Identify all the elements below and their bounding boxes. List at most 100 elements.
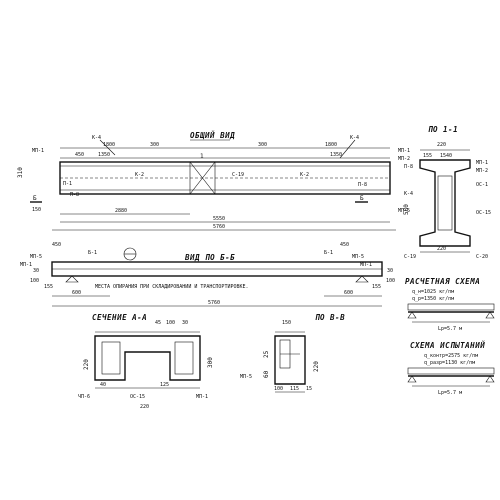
vb-dim-30-right: 30 [387,268,393,274]
label-k4-right: К-4 [350,135,359,141]
calc-load-2: q_р=1350 кг/пм [412,296,454,302]
sec-label-mp2: МП-2 [476,168,488,174]
label-p8-left: П-8 [70,192,79,198]
support-left [65,275,79,283]
dim-1800-right: 1800 [325,142,337,148]
sv-dim-220: 220 [313,361,320,372]
label-p8-right: П-8 [358,182,367,188]
sec-label-p8: П-8 [404,164,413,170]
sv-bottom-15: 15 [306,386,312,392]
test-support-right [485,375,495,383]
sa-dim-30: 30 [182,320,188,326]
test-span: Lр=5.7 м [438,390,462,396]
sec-label-c20: С-20 [476,254,488,260]
dim-1540: 1540 [440,153,452,159]
opening-frame [189,161,216,195]
calc-load-block [407,303,495,311]
dim-220-bottom: 220 [437,246,446,252]
vb-dim-450-left: 450 [52,242,61,248]
dim-1800-left: 1800 [103,142,115,148]
vb-offset-100-right: 100 [386,278,395,284]
vb-offset-155-left: 155 [44,284,53,290]
opening-diagonal-2 [189,161,216,195]
sa-bottom-220: 220 [140,404,149,410]
vb-label-b1-right: Б-1 [324,250,333,256]
calc-support-right [485,311,495,319]
sv-bottom-115: 115 [290,386,299,392]
view-b-title: ВИД ПО Б-Б [184,253,235,262]
label-c19: С-19 [232,172,244,178]
calc-load-1: q_н=1025 кг/пм [412,289,454,295]
label-p1: П-1 [63,181,72,187]
sa-rebar-right [174,341,194,375]
vb-label-mp5-right: МП-5 [352,254,364,260]
section-1-1-title: ПО 1-1 [428,125,458,134]
rebar-cage [437,175,453,231]
sv-label-mp5: МП-5 [240,374,252,380]
section-v-outline [274,335,306,385]
section-height-580: 580 [403,204,410,215]
dim-600-right: 600 [344,290,353,296]
test-support-left [407,375,417,383]
test-load-block [407,367,495,375]
section-a-a: СЕЧЕНИЕ А-А 45 100 30 220 300 ЧП-6 ОС-15… [78,313,214,410]
section-v-title: ПО В-В [315,313,345,322]
sv-bottom-100: 100 [274,386,283,392]
sa-label-chp6: ЧП-6 [78,394,90,400]
test-line-1: q_контр=2575 кг/пм [424,353,478,359]
calc-scheme: РАСЧЕТНАЯ СХЕМА q_н=1025 кг/пм q_р=1350 … [405,277,495,332]
sec-label-oc1: ОС-1 [476,182,488,188]
dim-5760: 5760 [213,224,225,230]
dim-220-top: 220 [437,142,446,148]
sa-label-oc15: ОС-15 [130,394,145,400]
label-mp2-right: МП-2 [398,156,410,162]
sa-dim-45: 45 [155,320,161,326]
dim-450: 450 [75,152,84,158]
vb-label-mp1-right: МП-1 [360,262,372,268]
vb-label-mp1-left: МП-1 [20,262,32,268]
sec-label-oc15: ОС-15 [476,210,491,216]
sa-bottom-40: 40 [100,382,106,388]
vb-label-b1-left: Б-1 [88,250,97,256]
label-mp1-left: МП-1 [32,148,44,154]
section-a-title: СЕЧЕНИЕ А-А [92,313,147,322]
dim-150-40: 150 [32,207,41,213]
sa-dim-100: 100 [166,320,175,326]
dim-5550: 5550 [213,216,225,222]
sa-label-mp1: МП-1 [196,394,208,400]
label-k2-left: К-2 [135,172,144,178]
sv-dim-60: 60 [263,370,270,378]
label-one: 1 [200,153,204,160]
support-note-line: МЕСТА ОПИРАНИЯ ПРИ СКЛАДИРОВАНИИ И ТРАНС… [95,284,249,290]
sec-label-k4: К-4 [404,191,413,197]
calc-support-left [407,311,417,319]
dim-1350-left: 1350 [98,152,110,158]
dim-155: 155 [423,153,432,159]
dim-1350-right: 1350 [330,152,342,158]
vb-offset-100-left: 100 [30,278,39,284]
test-scheme-title: СХЕМА ИСПЫТАНИЙ [410,341,485,350]
vb-dim-30: 30 [33,268,39,274]
sec-label-mp1: МП-1 [476,160,488,166]
section-1-1-outline [419,159,471,247]
label-mp1-right: МП-1 [398,148,410,154]
leader [99,139,116,156]
leader [339,139,356,159]
section-mark-b-left: Б [33,195,37,202]
calc-scheme-title: РАСЧЕТНАЯ СХЕМА [405,277,480,286]
view-b-b: ВИД ПО Б-Б 450 450 МП-5 МП-1 Б-1 МП-5 МП… [20,242,395,307]
dim-5760-vb: 5760 [208,300,220,306]
test-line-2: q_разр=1130 кг/пм [424,360,475,366]
dim-600-left: 600 [72,290,81,296]
dim-2880: 2880 [115,208,127,214]
support-right [355,275,369,283]
vb-dim-450-right: 450 [340,242,349,248]
vb-label-mp5-left: МП-5 [30,254,42,260]
vb-offset-155-right: 155 [372,284,381,290]
section-v-v: ПО В-В 150 25 60 220 МП-5 100 115 15 [240,313,345,393]
label-k4-left: К-4 [92,135,101,141]
sa-rebar-left [101,341,121,375]
dim-300-a: 300 [150,142,159,148]
section-mark-b-right: Б [360,195,364,202]
